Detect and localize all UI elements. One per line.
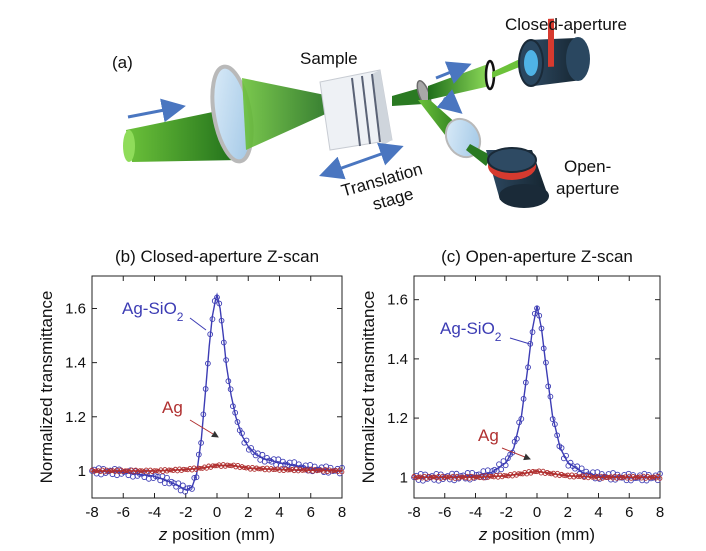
x-axis-label: z position (mm) xyxy=(478,525,595,544)
input-arrow xyxy=(127,98,186,123)
y-tick-label: 1.6 xyxy=(65,300,86,317)
x-tick-label: -2 xyxy=(500,504,513,521)
sample xyxy=(319,69,393,151)
data-point-ag-sio2 xyxy=(130,473,136,480)
x-tick-label: -6 xyxy=(438,504,451,521)
panel-label-a: (a) xyxy=(112,53,133,72)
x-axis-label: z position (mm) xyxy=(158,525,275,544)
data-point-ag-sio2 xyxy=(307,462,314,468)
diverging-beam xyxy=(392,88,424,106)
converging-beam xyxy=(242,78,330,150)
x-tick-label: 6 xyxy=(625,504,633,521)
open-aperture-detector xyxy=(486,147,549,208)
open-aperture-label-2: aperture xyxy=(556,179,619,198)
data-point-ag-sio2 xyxy=(291,459,298,465)
y-tick-label: 1.2 xyxy=(387,410,408,427)
closed-aperture-detector xyxy=(518,18,590,87)
x-tick-label: -4 xyxy=(148,504,161,521)
translation-arrow xyxy=(319,142,404,180)
fit-line-ag xyxy=(92,464,343,472)
data-point-ag xyxy=(339,469,345,475)
annotation-ag-sio2: Ag-SiO2 xyxy=(440,319,502,344)
lens-to-detector-beam xyxy=(466,144,492,166)
annotation-ag: Ag xyxy=(478,426,499,445)
x-axis-label-var: z xyxy=(478,525,488,544)
annotation-pointer-ag xyxy=(189,419,219,438)
annotation-pointer-ag xyxy=(501,447,531,461)
annotation-ag-sio2-base: Ag-SiO xyxy=(122,299,177,318)
x-tick-label: 4 xyxy=(594,504,602,521)
annotation-ag-sio2-sub: 2 xyxy=(177,310,184,324)
y-axis-label: Normalized transmittance xyxy=(37,291,56,484)
x-tick-label: -6 xyxy=(117,504,130,521)
data-point-ag-sio2 xyxy=(628,477,634,484)
data-point-ag-sio2 xyxy=(498,466,505,473)
input-beam xyxy=(126,108,240,162)
x-tick-label: -4 xyxy=(469,504,482,521)
open-aperture-label-1: Open- xyxy=(564,157,611,176)
x-tick-label: 2 xyxy=(244,504,252,521)
annotation-pointer-ag-sio2 xyxy=(509,337,531,345)
x-tick-label: -8 xyxy=(85,504,98,521)
setup-diagram: (a) Sample xyxy=(112,15,627,214)
chart-title: (c) Open-aperture Z-scan xyxy=(441,247,633,266)
data-point-ag-sio2 xyxy=(480,468,487,474)
annotation-ag-sio2-base: Ag-SiO xyxy=(440,319,495,338)
x-tick-label: 8 xyxy=(338,504,346,521)
y-tick-label: 1 xyxy=(400,469,408,486)
y-tick-label: 1.6 xyxy=(387,292,408,309)
y-tick-label: 1.4 xyxy=(387,351,408,368)
y-tick-label: 1.2 xyxy=(65,409,86,426)
chart-open-aperture: -8 -6 -4 -2 0 2 4 6 8 1 1.2 1.4 1.6 (c) Open-aperture… xyxy=(359,247,664,544)
data-point-ag-sio2 xyxy=(578,465,585,472)
sample-label: Sample xyxy=(300,49,358,68)
input-beam-face xyxy=(123,130,135,162)
y-tick-label: 1 xyxy=(78,463,86,480)
x-axis-label-rest: position (mm) xyxy=(167,525,275,544)
chart-closed-aperture: -8 -6 -4 -2 0 2 4 6 8 1 1.2 1.4 1.6 (b) Closed-apertu… xyxy=(37,247,346,544)
data-point-ag xyxy=(657,476,663,481)
fit-line-ag xyxy=(414,470,660,478)
transmitted-arrow xyxy=(435,61,472,84)
x-tick-label: -8 xyxy=(407,504,420,521)
y-axis-label: Normalized transmittance xyxy=(359,291,378,484)
y-tick-label: 1.4 xyxy=(65,355,86,372)
x-axis-label-var: z xyxy=(158,525,168,544)
annotation-ag-sio2-sub: 2 xyxy=(495,330,502,344)
closed-aperture-label: Closed-aperture xyxy=(505,15,627,34)
annotation-ag: Ag xyxy=(162,398,183,417)
x-axis-label-rest: position (mm) xyxy=(487,525,595,544)
data-point-ag-sio2 xyxy=(275,456,282,463)
reflected-arrow xyxy=(436,89,463,114)
x-tick-label: 6 xyxy=(307,504,315,521)
plot-frame xyxy=(413,275,661,499)
x-tick-label: 0 xyxy=(213,504,221,521)
x-tick-label: -2 xyxy=(179,504,192,521)
x-tick-label: 4 xyxy=(275,504,283,521)
chart-title: (b) Closed-aperture Z-scan xyxy=(115,247,319,266)
data-point-ag-sio2 xyxy=(469,469,475,476)
annotation-ag-sio2: Ag-SiO2 xyxy=(122,299,184,324)
x-tick-label: 0 xyxy=(533,504,541,521)
fit-line-ag-sio2 xyxy=(414,305,660,478)
annotation-pointer-ag-sio2 xyxy=(189,317,207,331)
x-tick-label: 8 xyxy=(656,504,664,521)
data-point-ag-sio2 xyxy=(500,458,507,464)
x-tick-label: 2 xyxy=(564,504,572,521)
data-point-ag-sio2 xyxy=(161,480,168,486)
data-point-ag-sio2 xyxy=(145,475,152,482)
fit-line-ag-sio2 xyxy=(91,292,343,491)
data-point-ag-sio2 xyxy=(234,419,241,425)
data-point-ag-sio2 xyxy=(484,467,491,474)
